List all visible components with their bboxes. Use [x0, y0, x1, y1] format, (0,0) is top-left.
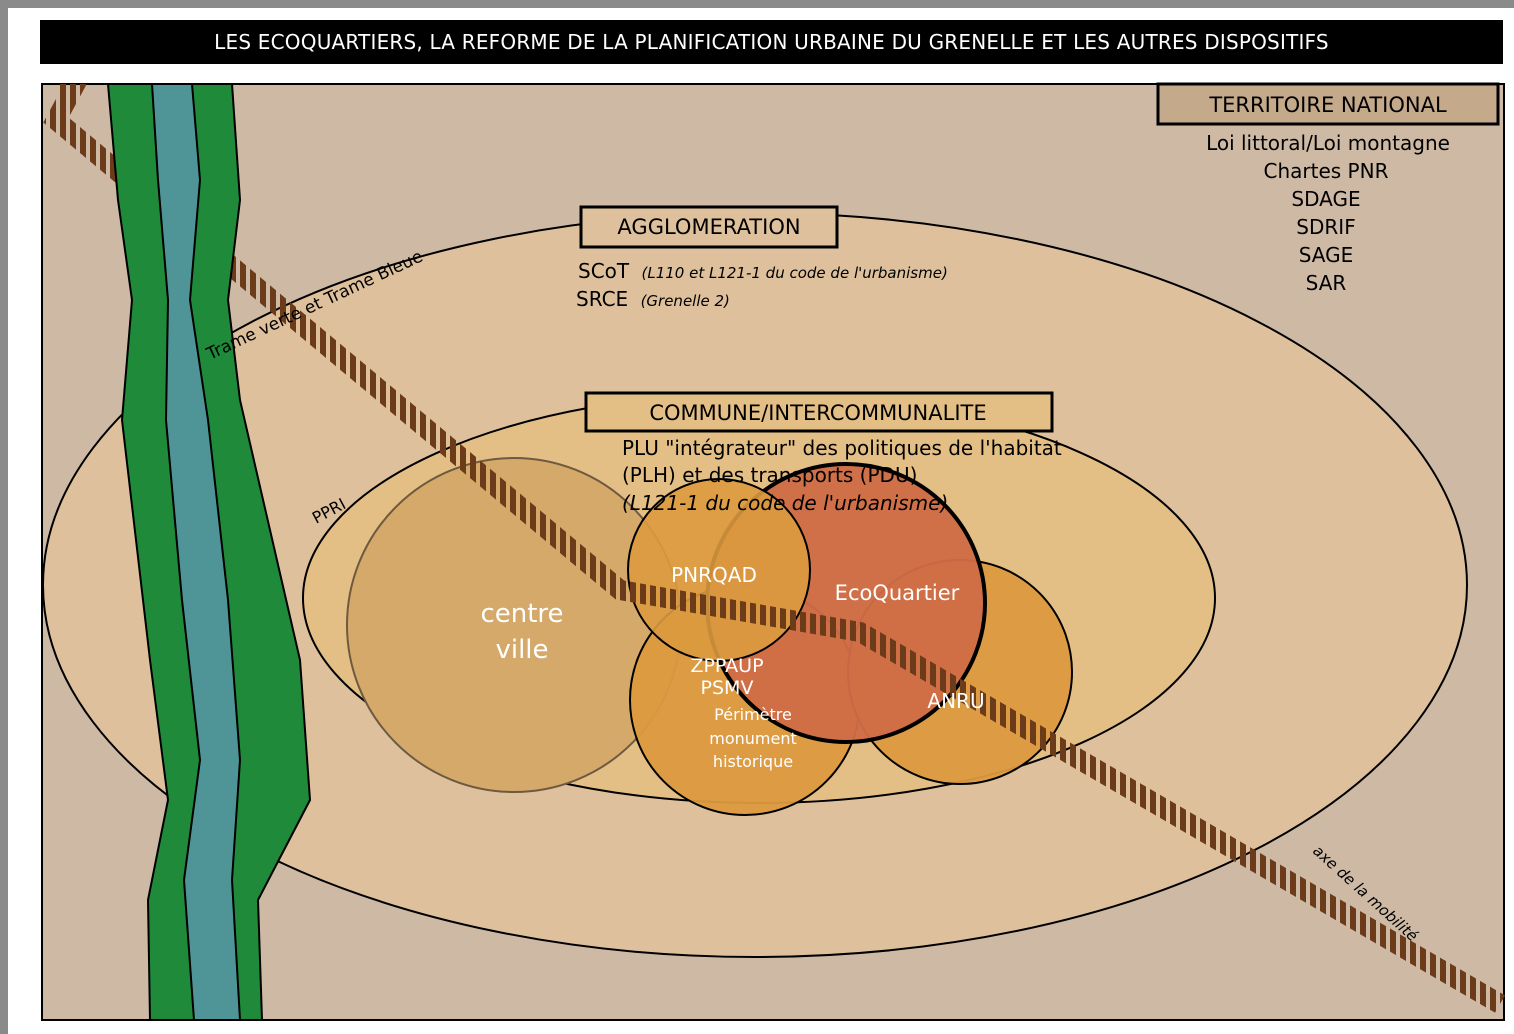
territoire-item: SDAGE	[1291, 187, 1360, 211]
territoire-item: Chartes PNR	[1264, 159, 1389, 183]
territoire-item: Loi littoral/Loi montagne	[1206, 131, 1450, 155]
srce-ref: (Grenelle 2)	[641, 292, 730, 310]
commune-line-1: PLU "intégrateur" des politiques de l'ha…	[622, 436, 1062, 460]
centre-ville-label: centre	[480, 599, 563, 629]
territoire-item: SAGE	[1299, 243, 1354, 267]
commune-label: COMMUNE/INTERCOMMUNALITE	[649, 401, 986, 425]
zppaup-label: ZPPAUP	[690, 655, 763, 677]
psmv-label: PSMV	[701, 677, 754, 699]
territoire-label-box	[1156, 82, 1500, 126]
page-title: LES ECOQUARTIERS, LA REFORME DE LA PLANI…	[40, 20, 1503, 64]
anru-label: ANRU	[927, 689, 984, 713]
scot-ref: (L110 et L121-1 du code de l'urbanisme)	[641, 264, 947, 282]
scot-main: SCoT	[578, 259, 630, 283]
territoire-item: SAR	[1306, 271, 1347, 295]
perimetre-label: historique	[713, 752, 793, 771]
commune-line-2: (PLH) et des transports (PDU)	[622, 463, 917, 487]
perimetre-label: Périmètre	[714, 705, 792, 724]
srce-line: SRCE (Grenelle 2)	[576, 287, 730, 311]
territoire-label: TERRITOIRE NATIONAL	[1208, 93, 1447, 117]
srce-main: SRCE	[576, 287, 628, 311]
centre-ville-label: ville	[495, 635, 548, 665]
territoire-item: SDRIF	[1296, 215, 1355, 239]
frame-left	[0, 0, 8, 1034]
perimetre-label: monument	[709, 729, 797, 748]
mobility-rail	[43, 84, 1506, 1013]
scot-line: SCoT (L110 et L121-1 du code de l'urbani…	[578, 259, 948, 283]
pnrqad-label: PNRQAD	[671, 563, 757, 587]
commune-label-box	[584, 391, 1054, 433]
commune-line-3: (L121-1 du code de l'urbanisme)	[622, 491, 948, 515]
frame-top	[0, 0, 1514, 8]
river-water	[150, 83, 242, 1021]
ecoquartier-label: EcoQuartier	[835, 581, 960, 605]
agglomeration-label: AGGLOMERATION	[617, 215, 800, 239]
agglomeration-label-box	[579, 205, 839, 249]
